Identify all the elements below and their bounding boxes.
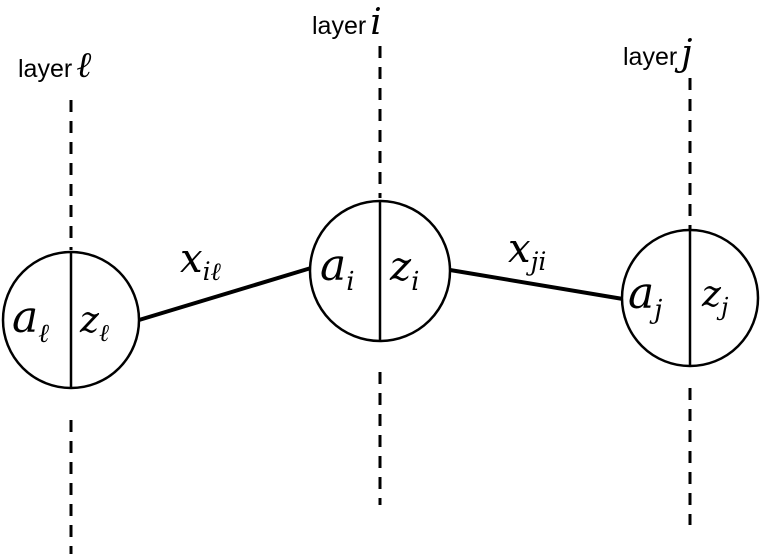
edge-label-x-il: xiℓ bbox=[180, 236, 222, 286]
layer-label-j-symbol: j bbox=[681, 33, 693, 74]
node-l-z-sub: ℓ bbox=[99, 319, 109, 347]
node-i: ai zi bbox=[308, 199, 452, 343]
node-j: aj zj bbox=[620, 228, 760, 368]
node-j-a-label: aj bbox=[628, 268, 662, 325]
layer-label-j-prefix: layer bbox=[623, 43, 678, 71]
edge-l-to-i bbox=[138, 266, 312, 322]
edge-label-x-ji-sub: ji bbox=[526, 247, 547, 276]
edge-label-x-il-sub: iℓ bbox=[203, 257, 222, 286]
node-l-z-label: zℓ bbox=[79, 300, 109, 347]
node-i-z-sub: i bbox=[411, 267, 419, 297]
node-i-a-label: ai bbox=[320, 240, 355, 297]
layer-label-l-symbol: ℓ bbox=[76, 45, 92, 86]
node-j-z-label: zj bbox=[701, 274, 729, 321]
node-i-a-sub: i bbox=[346, 267, 354, 297]
edge-label-x-ji-base: x bbox=[508, 226, 531, 272]
edge-label-x-il-base: x bbox=[180, 236, 203, 282]
layer-label-i-symbol: i bbox=[370, 2, 382, 43]
edge-label-x-ji: xji bbox=[508, 226, 546, 276]
edge-i-to-j bbox=[449, 268, 624, 301]
layer-label-l-prefix: layer bbox=[18, 55, 73, 83]
node-l-z-base: z bbox=[79, 300, 100, 341]
node-i-z-label: zi bbox=[389, 244, 419, 297]
node-l-a-base: a bbox=[12, 292, 38, 343]
node-l: aℓ zℓ bbox=[1, 250, 141, 390]
node-l-a-label: aℓ bbox=[12, 292, 49, 349]
node-i-z-base: z bbox=[389, 244, 412, 290]
node-j-z-base: z bbox=[701, 274, 722, 315]
node-l-a-sub: ℓ bbox=[38, 319, 49, 349]
layer-label-i-prefix: layer bbox=[312, 12, 367, 40]
node-j-a-base: a bbox=[628, 268, 654, 319]
node-i-a-base: a bbox=[320, 240, 346, 291]
